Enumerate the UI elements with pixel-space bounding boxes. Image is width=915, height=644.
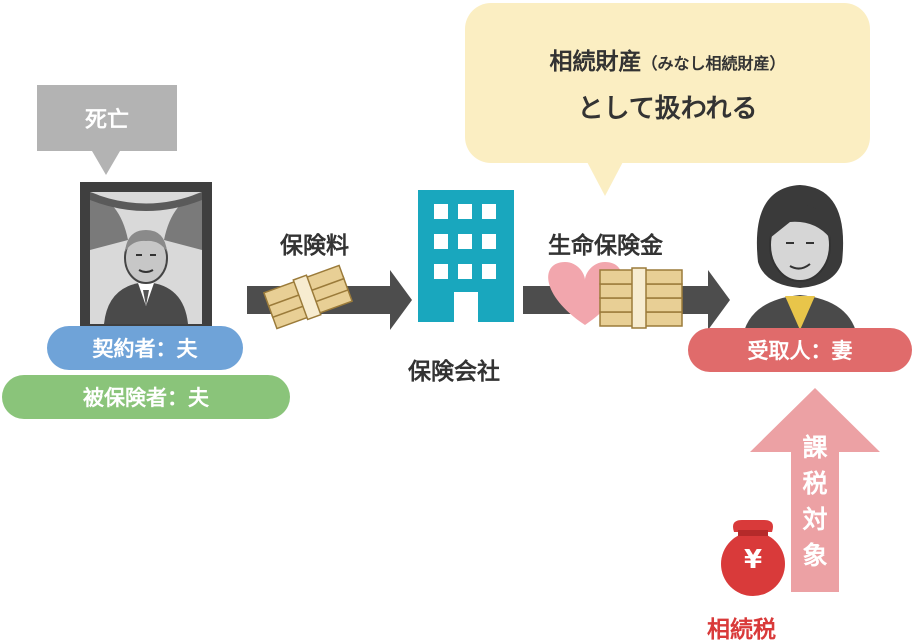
bubble-line1-sub: （みなし相続財産） [641, 54, 786, 73]
death-label: 死亡 [84, 108, 129, 133]
inheritance-tax-label: 相続税 [707, 617, 776, 643]
contractor-badge: 契約者：夫 [47, 326, 243, 370]
bubble-line2: として扱われる [577, 94, 758, 124]
taxable-label: 課税対象 [802, 433, 828, 570]
yen-symbol: ¥ [743, 545, 763, 575]
bubble-line1: 相続財産（みなし相続財産） [465, 42, 870, 76]
bubble-line1-main: 相続財産 [549, 49, 642, 75]
insurance-company-label: 保険会社 [408, 359, 500, 385]
payout-label: 生命保険金 [548, 233, 663, 259]
premium-label: 保険料 [280, 233, 349, 259]
insured-badge: 被保険者：夫 [2, 375, 290, 419]
recipient-badge: 受取人：妻 [688, 328, 912, 372]
